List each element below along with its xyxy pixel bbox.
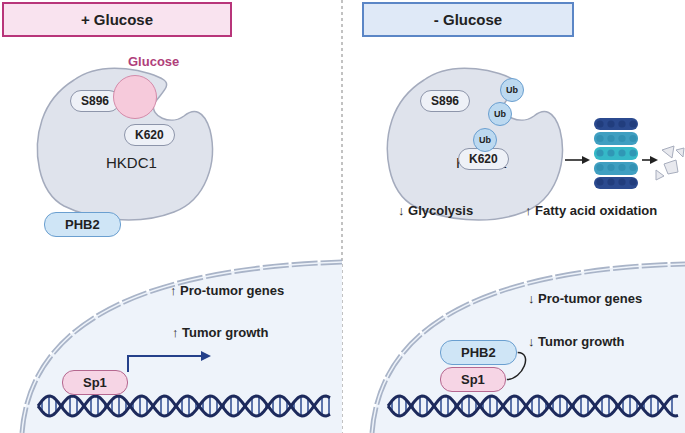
base-pair — [419, 397, 421, 416]
protein-label: S896 — [420, 90, 470, 112]
molecule-label: Glucose — [128, 54, 179, 69]
protein-pill: Sp1 — [62, 370, 128, 395]
base-pair — [398, 396, 400, 416]
ubiquitin-label: Ub — [506, 85, 518, 95]
effect-label: ↑ Pro-tumor genes — [170, 283, 284, 298]
ub-node: Ub — [488, 102, 512, 126]
base-pair — [328, 397, 330, 415]
protein-label: Sp1 — [62, 370, 128, 395]
base-pair — [489, 396, 491, 416]
base-pair — [468, 396, 470, 416]
panel-title: - Glucose — [434, 11, 502, 28]
base-pair — [447, 397, 449, 416]
base-pair — [671, 397, 673, 415]
protein-pill: S896 — [420, 90, 470, 112]
protein-pill: PHB2 — [440, 340, 517, 365]
protein-name: HKDC1 — [106, 154, 157, 171]
ub-node: Ub — [500, 78, 524, 102]
protein-label: PHB2 — [44, 212, 121, 237]
degradation-arrow — [565, 159, 588, 161]
base-pair — [580, 397, 582, 416]
base-pair — [209, 396, 211, 416]
base-pair — [167, 397, 169, 415]
base-pair — [321, 397, 323, 415]
header-node: + Glucose — [2, 2, 232, 37]
degradation-arrow — [642, 159, 656, 161]
base-pair — [608, 397, 610, 416]
base-pair — [517, 397, 519, 415]
protein-label: K620 — [124, 124, 175, 146]
base-pair — [69, 397, 71, 416]
header-node: - Glucose — [362, 2, 574, 37]
effect-label: ↓ Glycolysis — [398, 203, 473, 218]
ub-node: Ub — [473, 128, 497, 152]
base-pair — [559, 396, 561, 416]
dna-strand — [388, 396, 678, 416]
ubiquitin-label: Ub — [479, 135, 491, 145]
base-pair — [258, 397, 260, 416]
nuclear-envelope — [22, 262, 342, 433]
base-pair — [97, 397, 99, 416]
base-pair — [188, 396, 190, 416]
nuclear-envelope — [372, 264, 685, 433]
transcription-arrow — [128, 356, 208, 372]
base-pair — [279, 396, 281, 416]
effect-label: ↑ Tumor growth — [172, 325, 269, 340]
base-pair — [48, 396, 50, 416]
proteasome — [594, 118, 638, 189]
nuclear-envelope-gap — [22, 262, 342, 433]
base-pair — [629, 396, 631, 416]
base-pair — [139, 396, 141, 416]
base-pair — [300, 396, 302, 416]
effect-label: ↓ Pro-tumor genes — [528, 291, 642, 306]
effect-label: ↑ Fatty acid oxidation — [525, 203, 657, 218]
effect-label: ↓ Tumor growth — [528, 334, 625, 349]
circle-node: Glucose — [113, 75, 157, 119]
panel-title: + Glucose — [81, 11, 153, 28]
base-pair — [538, 396, 540, 416]
dna-strand — [388, 396, 678, 416]
base-pair — [160, 397, 162, 415]
dna-helix — [38, 396, 330, 416]
dna-strand — [38, 396, 330, 416]
nuclear-envelope-gap — [372, 264, 685, 433]
dna-helix — [388, 396, 678, 416]
base-pair — [650, 396, 652, 416]
base-pair — [230, 397, 232, 416]
protein-label: PHB2 — [440, 340, 517, 365]
peptide-fragments — [656, 146, 684, 180]
ubiquitin-label: Ub — [494, 109, 506, 119]
dna-strand — [38, 396, 330, 416]
protein-pill: K620 — [124, 124, 175, 146]
protein-pill: Sp1 — [440, 367, 506, 392]
base-pair — [510, 397, 512, 415]
nucleus-left — [22, 262, 342, 433]
protein-label: Sp1 — [440, 367, 506, 392]
base-pair — [118, 396, 120, 416]
nucleus-right — [372, 264, 685, 433]
protein-pill: PHB2 — [44, 212, 121, 237]
